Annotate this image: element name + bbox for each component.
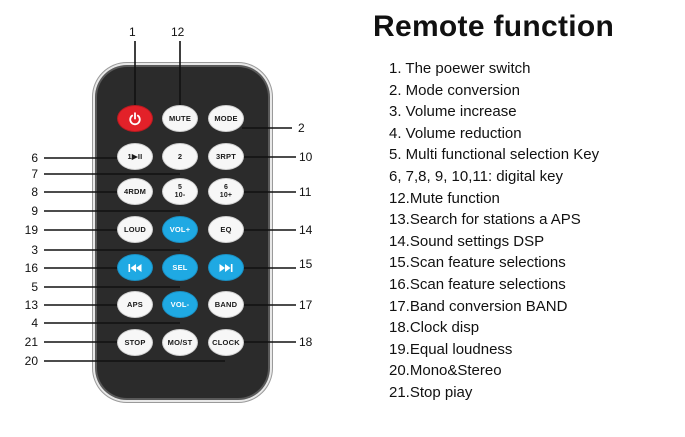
callout-12: 12 bbox=[171, 25, 185, 39]
legend-item: 6, 7,8, 9, 10,11: digital key bbox=[389, 167, 564, 185]
key-6-label: 6 bbox=[223, 183, 229, 191]
volume-up-button[interactable]: VOL+ bbox=[162, 216, 198, 243]
function-legend: 1. The poewer switch 2. Mode conversion … bbox=[389, 58, 599, 404]
previous-button[interactable] bbox=[117, 254, 153, 281]
callout-9: 9 bbox=[31, 204, 38, 218]
aps-button[interactable]: APS bbox=[117, 291, 153, 318]
callout-3: 3 bbox=[31, 243, 38, 257]
key-10-minus-label: 10- bbox=[174, 191, 186, 199]
callout-4: 4 bbox=[31, 316, 38, 330]
key-6-button[interactable]: 6 10+ bbox=[208, 178, 244, 205]
callout-6: 6 bbox=[31, 151, 38, 165]
key-3-rpt-button[interactable]: 3RPT bbox=[208, 143, 244, 170]
legend-item: 15.Scan feature selections bbox=[389, 254, 566, 272]
power-button[interactable] bbox=[117, 105, 153, 132]
skip-back-icon bbox=[128, 263, 142, 272]
callout-19: 19 bbox=[24, 223, 38, 237]
callout-7: 7 bbox=[31, 167, 38, 181]
callout-21: 21 bbox=[24, 335, 38, 349]
callout-20: 20 bbox=[24, 354, 38, 368]
page-title: Remote function bbox=[373, 10, 615, 43]
mute-button[interactable]: MUTE bbox=[162, 105, 198, 132]
legend-item: 1. The poewer switch bbox=[389, 60, 531, 77]
legend-item: 17.Band conversion BAND bbox=[389, 297, 568, 315]
mono-stereo-button[interactable]: MO/ST bbox=[162, 329, 198, 356]
band-button[interactable]: BAND bbox=[208, 291, 244, 318]
key-10-plus-label: 10+ bbox=[219, 191, 233, 199]
volume-down-button[interactable]: VOL- bbox=[162, 291, 198, 318]
legend-item: 20.Mono&Stereo bbox=[389, 362, 502, 380]
legend-item: 14.Sound settings DSP bbox=[389, 232, 545, 250]
skip-forward-icon bbox=[219, 263, 233, 272]
key-5-label: 5 bbox=[177, 183, 183, 191]
legend-item: 21.Stop piay bbox=[389, 383, 473, 401]
callout-13: 13 bbox=[24, 298, 38, 312]
power-icon bbox=[128, 111, 142, 126]
callout-1: 1 bbox=[129, 25, 136, 39]
eq-button[interactable]: EQ bbox=[208, 216, 244, 243]
callout-15: 15 bbox=[299, 257, 313, 271]
key-1-play-pause-button[interactable]: 1▶II bbox=[117, 143, 153, 170]
mode-button[interactable]: MODE bbox=[208, 105, 244, 132]
legend-item: 2. Mode conversion bbox=[389, 81, 520, 99]
callout-11: 11 bbox=[299, 185, 312, 199]
legend-item: 16.Scan feature selections bbox=[389, 275, 566, 293]
next-button[interactable] bbox=[208, 254, 244, 281]
stop-button[interactable]: STOP bbox=[117, 329, 153, 356]
callout-5: 5 bbox=[31, 280, 38, 294]
callout-16: 16 bbox=[24, 261, 38, 275]
callout-18: 18 bbox=[299, 335, 313, 349]
callout-2: 2 bbox=[298, 121, 305, 135]
legend-item: 12.Mute function bbox=[389, 189, 500, 207]
legend-item: 18.Clock disp bbox=[389, 319, 480, 337]
key-2-button[interactable]: 2 bbox=[162, 143, 198, 170]
legend-item: 4. Volume reduction bbox=[389, 124, 522, 142]
legend-item: 19.Equal loudness bbox=[389, 340, 513, 358]
legend-item: 13.Search for stations a APS bbox=[389, 211, 581, 229]
callout-10: 10 bbox=[299, 150, 313, 164]
legend-item: 5. Multi functional selection Key bbox=[389, 146, 600, 164]
key-4-rdm-button[interactable]: 4RDM bbox=[117, 178, 153, 205]
loud-button[interactable]: LOUD bbox=[117, 216, 153, 243]
clock-button[interactable]: CLOCK bbox=[208, 329, 244, 356]
legend-item: 3. Volume increase bbox=[389, 103, 517, 121]
select-button[interactable]: SEL bbox=[162, 254, 198, 281]
key-5-button[interactable]: 5 10- bbox=[162, 178, 198, 205]
callout-14: 14 bbox=[299, 223, 313, 237]
callout-8: 8 bbox=[31, 185, 38, 199]
callout-17: 17 bbox=[299, 298, 313, 312]
